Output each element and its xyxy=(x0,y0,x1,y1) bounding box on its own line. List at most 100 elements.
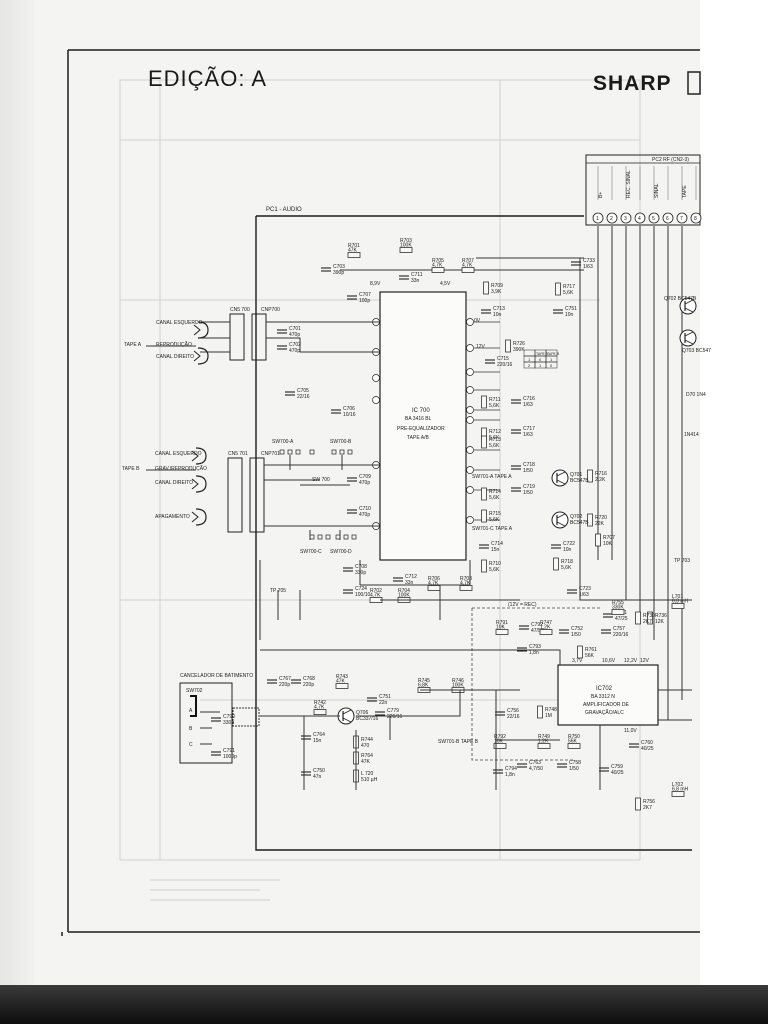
part-value: 10K xyxy=(496,625,506,631)
table-cell: 1 xyxy=(550,357,553,362)
tape-head-icon xyxy=(197,321,209,339)
part-value: 10K xyxy=(494,739,504,745)
part-value: 1/63 xyxy=(579,592,589,598)
ic702-function: AMPLIFICADOR DE xyxy=(583,702,630,708)
switch-contact xyxy=(279,449,285,455)
switch-contact xyxy=(339,449,345,455)
table-cell: 1 xyxy=(528,357,531,362)
tape-a-label: TAPE A xyxy=(124,342,142,348)
part-value: 10n xyxy=(493,312,502,318)
part-value: 1,8n xyxy=(529,650,539,656)
ic700-pin xyxy=(466,406,474,414)
switch-contact xyxy=(309,534,315,540)
tape-b-right-channel: CANAL DIREITO xyxy=(155,480,193,486)
tape-a-left-channel: CANAL ESQUERDO xyxy=(156,320,203,326)
resistor xyxy=(431,267,445,273)
part-value: 1M xyxy=(545,713,552,719)
connector-pin-number: 1 xyxy=(596,216,599,222)
ic700-pin xyxy=(466,516,474,524)
part-ref: C718 xyxy=(523,462,535,468)
part-value: 15n xyxy=(491,547,500,553)
connector-signal-label: B+ xyxy=(598,192,604,198)
part-value: 100/10 xyxy=(355,592,371,598)
ic700-pin xyxy=(466,486,474,494)
sw701c-label: SW701-C TAPE A xyxy=(472,526,513,532)
voltage-label: 12V xyxy=(476,344,486,350)
part-value: 1/50 xyxy=(523,490,533,496)
part-ref: C750 xyxy=(313,768,325,774)
resistor xyxy=(481,395,487,409)
connector-pin-number: 3 xyxy=(624,216,627,222)
voltage-label: 11,0V xyxy=(624,728,637,734)
part-value: 330p xyxy=(223,720,234,726)
tape-b-connector: CN5 701 CNP701 TAPE B CANAL ESQUERDO GRA… xyxy=(122,447,380,533)
sw702-label: SW702 xyxy=(186,688,203,694)
part-ref: C719 xyxy=(523,484,535,490)
sw700b-label: SW700-B xyxy=(330,439,352,445)
part-value: 4,7K xyxy=(432,263,443,269)
resistor xyxy=(537,705,543,719)
switch-contact xyxy=(331,449,337,455)
part-value: 470p xyxy=(289,348,300,354)
ic700-pin xyxy=(372,396,380,404)
voltage-label: 12V xyxy=(640,658,650,664)
part-ref: L 720 xyxy=(361,771,374,777)
ic700-pin xyxy=(466,386,474,394)
ic700-pin xyxy=(466,344,474,352)
part-ref: C710 xyxy=(359,506,371,512)
ic700-function: PRE-EQUALIZADOR xyxy=(397,426,445,432)
cn5701-label: CN5 701 xyxy=(228,451,248,457)
resistor xyxy=(335,683,349,689)
resistor xyxy=(481,559,487,573)
part-ref: R707 xyxy=(462,258,474,264)
rec-note: (12V = REC) xyxy=(508,602,537,608)
part-ref: C707 xyxy=(359,292,371,298)
connector-pin xyxy=(634,212,646,224)
resistor xyxy=(587,469,593,483)
part-value: 1/50 xyxy=(571,632,581,638)
switch-contact xyxy=(317,534,323,540)
sw700d-label: SW700-D xyxy=(330,549,352,555)
part-ref: C751 xyxy=(565,306,577,312)
edge-label: 1N414 xyxy=(684,432,699,438)
part-ref: R755 xyxy=(612,600,624,606)
tape-head-icon xyxy=(197,347,209,365)
part-value: 40/25 xyxy=(611,770,624,776)
part-ref: C793 xyxy=(529,644,541,650)
part-ref: R707 xyxy=(603,535,615,541)
part-ref: C758 xyxy=(569,760,581,766)
part-value: 4,7K xyxy=(428,581,439,587)
part-ref: R730 xyxy=(643,613,655,619)
transistor-icon xyxy=(551,511,569,529)
part-value: 47K xyxy=(361,759,371,765)
resistor xyxy=(461,267,475,273)
part-value: 1/63 xyxy=(583,264,593,270)
part-value: 2K7 xyxy=(643,805,652,811)
resistor xyxy=(481,487,487,501)
part-value: 1/63 xyxy=(523,402,533,408)
sw702-pos-b: B xyxy=(189,726,193,732)
tape-b-left-channel: CANAL ESQUERDO xyxy=(155,451,202,457)
part-ref: R710 xyxy=(489,561,501,567)
brand-logo-text: SHARP xyxy=(593,72,672,95)
page-left-edge xyxy=(0,0,34,992)
resistor xyxy=(635,611,641,625)
part-ref: C708 xyxy=(355,564,367,570)
transistor-icon xyxy=(679,297,697,315)
part-ref: C791 xyxy=(223,748,235,754)
part-ref: R749 xyxy=(538,734,550,740)
connector-pin-number: 8 xyxy=(694,216,697,222)
part-value: 220/16 xyxy=(613,632,629,638)
part-value: 470 xyxy=(361,743,370,749)
part-value: 10/16 xyxy=(343,412,356,418)
resistor xyxy=(577,645,583,659)
part-ref: C706 xyxy=(343,406,355,412)
part-value: 5,6K xyxy=(489,443,500,449)
part-ref: C709 xyxy=(359,474,371,480)
part-value: 100K xyxy=(400,243,412,249)
part-ref: R792 xyxy=(494,734,506,740)
part-value: 10K xyxy=(603,541,613,547)
part-ref: R718 xyxy=(561,559,573,565)
part-value: 390K xyxy=(513,347,525,353)
part-value: 1000p xyxy=(223,754,237,760)
